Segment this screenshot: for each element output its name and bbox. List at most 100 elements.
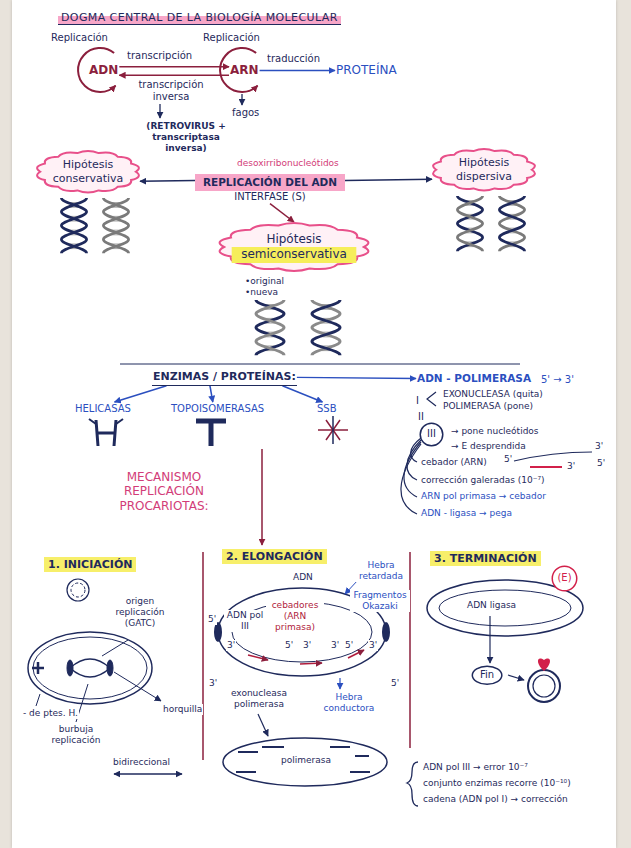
- initiation-drawing: [102, 640, 128, 656]
- note-label: → pone nucleótidos: [450, 426, 540, 437]
- note-label: exonucleasa polimerasa: [226, 688, 292, 710]
- dna-helix: [103, 198, 128, 253]
- note-label: 5': [207, 614, 217, 625]
- note-label: 5': [503, 454, 513, 465]
- section-heading: 3. TERMINACIÓN: [430, 551, 541, 566]
- connector-arrow: [140, 180, 195, 182]
- polymerase-branches: [514, 452, 592, 461]
- text-node: HELICASAS: [74, 402, 132, 417]
- initiation-drawing: [36, 694, 40, 706]
- text-node: ENZIMAS / PROTEÍNAS:: [152, 369, 297, 386]
- dna-helix: [263, 305, 277, 351]
- note-label: (RETROVIRUS + transcriptasa inversa): [140, 121, 232, 153]
- note-label: 3': [226, 640, 236, 651]
- text-node: PROTEÍNA: [335, 61, 398, 80]
- note-label: ADN ligasa: [466, 600, 517, 611]
- initiation-drawing: [114, 672, 161, 701]
- initiation-drawing: [28, 632, 152, 704]
- dna-helix: [61, 198, 86, 253]
- dna-helix: [499, 196, 524, 251]
- note-label: 5': [284, 640, 294, 651]
- cloud-shape: [220, 223, 369, 271]
- cloud-shape: [433, 149, 535, 191]
- section-heading: 1. INICIACIÓN: [44, 557, 136, 572]
- node-title: Hipótesis conservativa: [48, 158, 128, 186]
- node-title: (E): [557, 572, 571, 585]
- note-label: cebador (ARN): [420, 457, 488, 468]
- leader-arrow: [159, 104, 160, 118]
- termination-drawing: [427, 580, 583, 702]
- note-label: MECANISMO REPLICACIÓN PROCARIOTAS:: [104, 470, 224, 513]
- flow-arrow: [261, 449, 263, 545]
- connector-arrow: [270, 204, 294, 222]
- dna-helix: [68, 203, 81, 249]
- dna-helix: [61, 198, 86, 253]
- note-label: 3': [330, 640, 340, 651]
- circle-node: III: [420, 423, 443, 446]
- edge-label: transcripción inversa: [128, 79, 214, 103]
- dna-helix: [464, 201, 477, 247]
- node-title: TOPOISOMERASAS: [171, 403, 264, 416]
- note-label: 3': [208, 678, 218, 689]
- elongation-drawing: [339, 678, 340, 689]
- note-label: ADN: [292, 572, 314, 583]
- connector-arrow: [345, 179, 432, 180]
- helicase-symbol: [89, 419, 123, 446]
- paper-sheet: [12, 0, 616, 848]
- text-node: SSB: [316, 402, 338, 417]
- elongation-drawing: [214, 622, 222, 642]
- termination-drawing: [528, 670, 560, 702]
- elongation-drawing: [236, 747, 370, 772]
- connector-arrow: [282, 386, 322, 402]
- note-label: desoxirribonucleótidos: [236, 158, 340, 169]
- connector-arrow: [115, 386, 167, 402]
- connector-arrow: [297, 377, 416, 378]
- circle-shape: [420, 423, 443, 446]
- note-label: 3': [368, 640, 378, 651]
- note-label: polimerasa: [280, 755, 332, 766]
- initiation-drawing: [32, 662, 44, 674]
- polymerase-branches: [401, 392, 592, 514]
- dna-helix: [312, 300, 340, 355]
- polymerase-branches: [427, 392, 436, 406]
- note-label: 5': [344, 640, 354, 651]
- dna-helix: [256, 300, 284, 355]
- note-label: I: [415, 395, 420, 407]
- elongation-drawing: [300, 663, 322, 664]
- elongation-drawing: [382, 622, 390, 642]
- ellipse-node: Fin: [472, 666, 502, 685]
- connector-arrow: [260, 70, 335, 72]
- cloud-node: Hipótesis semiconservativa: [218, 222, 370, 272]
- note-label: horquilla: [162, 704, 203, 715]
- note-label: - de ptes. H.: [22, 708, 79, 719]
- note-label: POLIMERASA (pone): [442, 401, 534, 412]
- node-title: ARN: [230, 63, 259, 78]
- note-label: 3': [566, 461, 576, 472]
- cloud-node: Hipótesis conservativa: [36, 150, 140, 194]
- note-label: conjunto enzimas recorre (10⁻¹⁰): [422, 778, 572, 789]
- note-label: origen replicación (GATC): [106, 596, 174, 628]
- note-label: 5': [390, 678, 400, 689]
- elongation-drawing: [248, 650, 364, 664]
- dna-helix: [110, 203, 123, 249]
- note-label: ADN pol III → error 10⁻⁷: [422, 762, 529, 773]
- termination-drawing: [533, 675, 555, 697]
- dna-helix: [256, 300, 284, 355]
- connector-arrow: [119, 75, 229, 77]
- note-label: 5' → 3': [540, 374, 575, 386]
- note-label: ADN - ligasa → pega: [420, 508, 513, 519]
- helicase-symbol: [89, 419, 123, 424]
- dna-helix: [506, 201, 519, 247]
- note-label: Replicación: [50, 32, 109, 44]
- note-label: → E desprendida: [450, 441, 527, 452]
- connector-arrow: [210, 386, 213, 402]
- termination-drawing: [538, 658, 550, 671]
- cloud-node: Hipótesis dispersiva: [432, 148, 536, 192]
- dna-helix: [61, 196, 524, 355]
- dna-helix: [103, 198, 128, 253]
- note-label: cebadores (ARN primasa): [266, 600, 324, 632]
- section-divider: [409, 552, 411, 748]
- elongation-drawing: [258, 714, 268, 736]
